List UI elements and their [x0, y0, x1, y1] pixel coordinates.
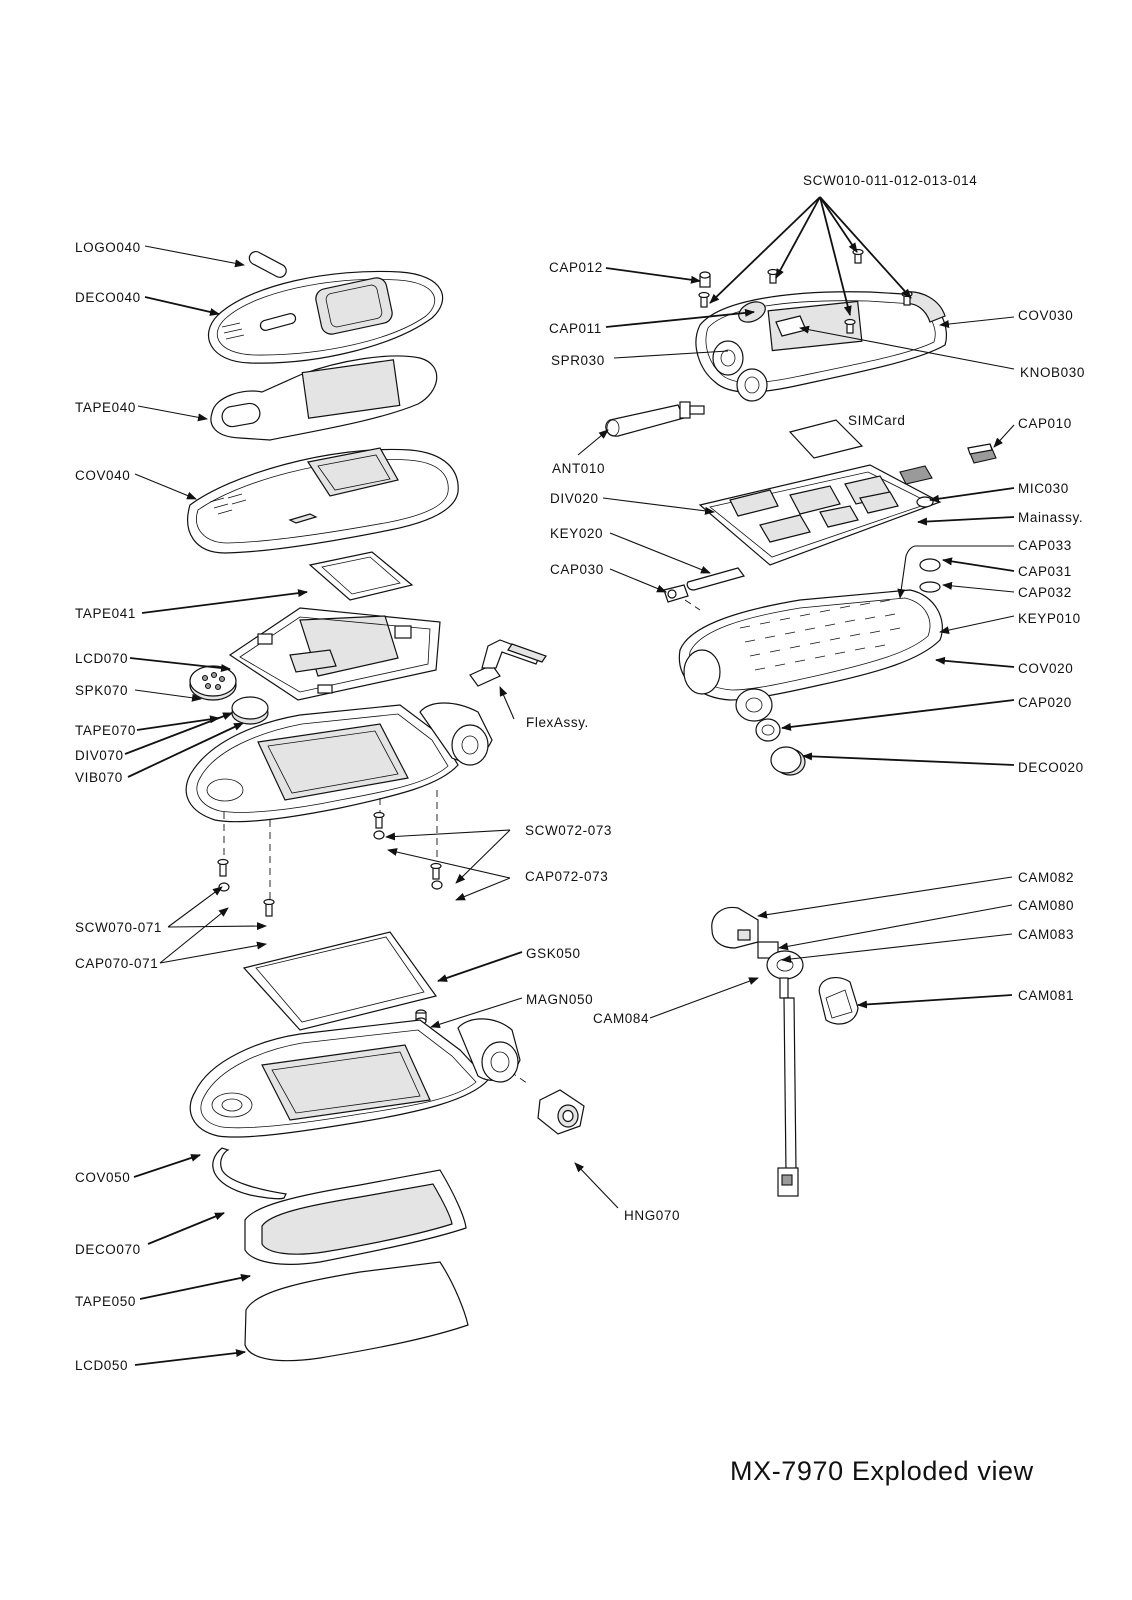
label-hng070: HNG070: [624, 1208, 680, 1223]
label-scw070-071: SCW070-071: [75, 920, 162, 935]
deco020-part: [770, 746, 806, 776]
label-mainassy: Mainassy.: [1018, 510, 1083, 525]
lcd050-part: [244, 1261, 469, 1362]
cam080-cam083-parts: [757, 941, 804, 999]
label-cov040: COV040: [75, 468, 130, 483]
vib070-part: [231, 696, 269, 725]
hng070-part: [537, 1089, 585, 1135]
assembly-dashed-lines-left: [223, 599, 701, 1086]
label-knob030: KNOB030: [1020, 365, 1085, 380]
label-lcd070: LCD070: [75, 651, 128, 666]
logo040-part: [248, 251, 287, 278]
label-cam080: CAM080: [1018, 898, 1074, 913]
tape041-part: [308, 551, 414, 601]
label-cam082: CAM082: [1018, 870, 1074, 885]
cov070-part: [185, 702, 493, 823]
label-mic030: MIC030: [1018, 481, 1069, 496]
cap031-032-parts: [919, 558, 941, 593]
label-ant010: ANT010: [552, 461, 605, 476]
deco040-part: [207, 270, 444, 364]
label-cam083: CAM083: [1018, 927, 1074, 942]
label-cap032: CAP032: [1018, 585, 1072, 600]
part-labels: LOGO040 DECO040 TAPE040 COV040 TAPE041 L…: [75, 173, 1085, 1373]
cap020-part: [755, 718, 781, 742]
label-flexassy: FlexAssy.: [526, 715, 589, 730]
label-cap020: CAP020: [1018, 695, 1072, 710]
lcd070-part: [228, 607, 441, 701]
label-scw072-073: SCW072-073: [525, 823, 612, 838]
key020-part: [686, 567, 746, 591]
cap010-part: [967, 443, 997, 464]
label-scw010-014: SCW010-011-012-013-014: [803, 173, 977, 188]
cam081-part: [818, 977, 859, 1025]
label-lcd050: LCD050: [75, 1358, 128, 1373]
label-deco020: DECO020: [1018, 760, 1084, 775]
label-cap072-073: CAP072-073: [525, 869, 608, 884]
label-spr030: SPR030: [551, 353, 605, 368]
cov030-part: [695, 291, 947, 402]
label-magn050: MAGN050: [526, 992, 593, 1007]
label-tape050: TAPE050: [75, 1294, 136, 1309]
diagram-title: MX-7970 Exploded view: [730, 1456, 1034, 1486]
flexassy-part: [469, 639, 547, 687]
label-logo040: LOGO040: [75, 240, 141, 255]
label-key020: KEY020: [550, 526, 603, 541]
tape050-part: [244, 1169, 467, 1265]
label-cov030: COV030: [1018, 308, 1073, 323]
label-spk070: SPK070: [75, 683, 128, 698]
label-cap012: CAP012: [549, 260, 603, 275]
label-cap070-071: CAP070-071: [75, 956, 158, 971]
label-cap031: CAP031: [1018, 564, 1072, 579]
label-tape070: TAPE070: [75, 723, 136, 738]
label-cap011: CAP011: [549, 321, 602, 336]
label-gsk050: GSK050: [526, 946, 581, 961]
scw070-071-parts: [217, 811, 443, 917]
deco070-part: [212, 1147, 287, 1200]
label-cap030: CAP030: [550, 562, 604, 577]
label-div020: DIV020: [550, 491, 599, 506]
label-tape040: TAPE040: [75, 400, 136, 415]
label-tape041: TAPE041: [75, 606, 136, 621]
ant010-part: [605, 401, 705, 437]
cam084-flex-part: [777, 997, 799, 1197]
label-deco070: DECO070: [75, 1242, 141, 1257]
gsk050-part: [242, 931, 438, 1031]
leader-lines: [124, 196, 1015, 1366]
label-keyp010: KEYP010: [1018, 611, 1081, 626]
cov050-part: [189, 1018, 521, 1138]
cap012-part: [699, 271, 711, 288]
cov040-part: [187, 447, 459, 554]
cam082-part: [711, 906, 759, 949]
tape040-part: [210, 355, 438, 441]
label-cam084: CAM084: [593, 1011, 649, 1026]
mainassy-part: [698, 464, 942, 566]
label-cam081: CAM081: [1018, 988, 1074, 1003]
label-deco040: DECO040: [75, 290, 141, 305]
label-simcard: SIMCard: [848, 413, 905, 428]
label-cap033: CAP033: [1018, 538, 1072, 553]
simcard-part: [788, 419, 864, 459]
cov020-part: [678, 589, 943, 722]
label-div070: DIV070: [75, 748, 124, 763]
cap030-part: [663, 584, 689, 603]
label-vib070: VIB070: [75, 770, 123, 785]
label-cov020: COV020: [1018, 661, 1073, 676]
label-cap010: CAP010: [1018, 416, 1072, 431]
spk070-part: [189, 665, 237, 701]
label-cov050: COV050: [75, 1170, 130, 1185]
